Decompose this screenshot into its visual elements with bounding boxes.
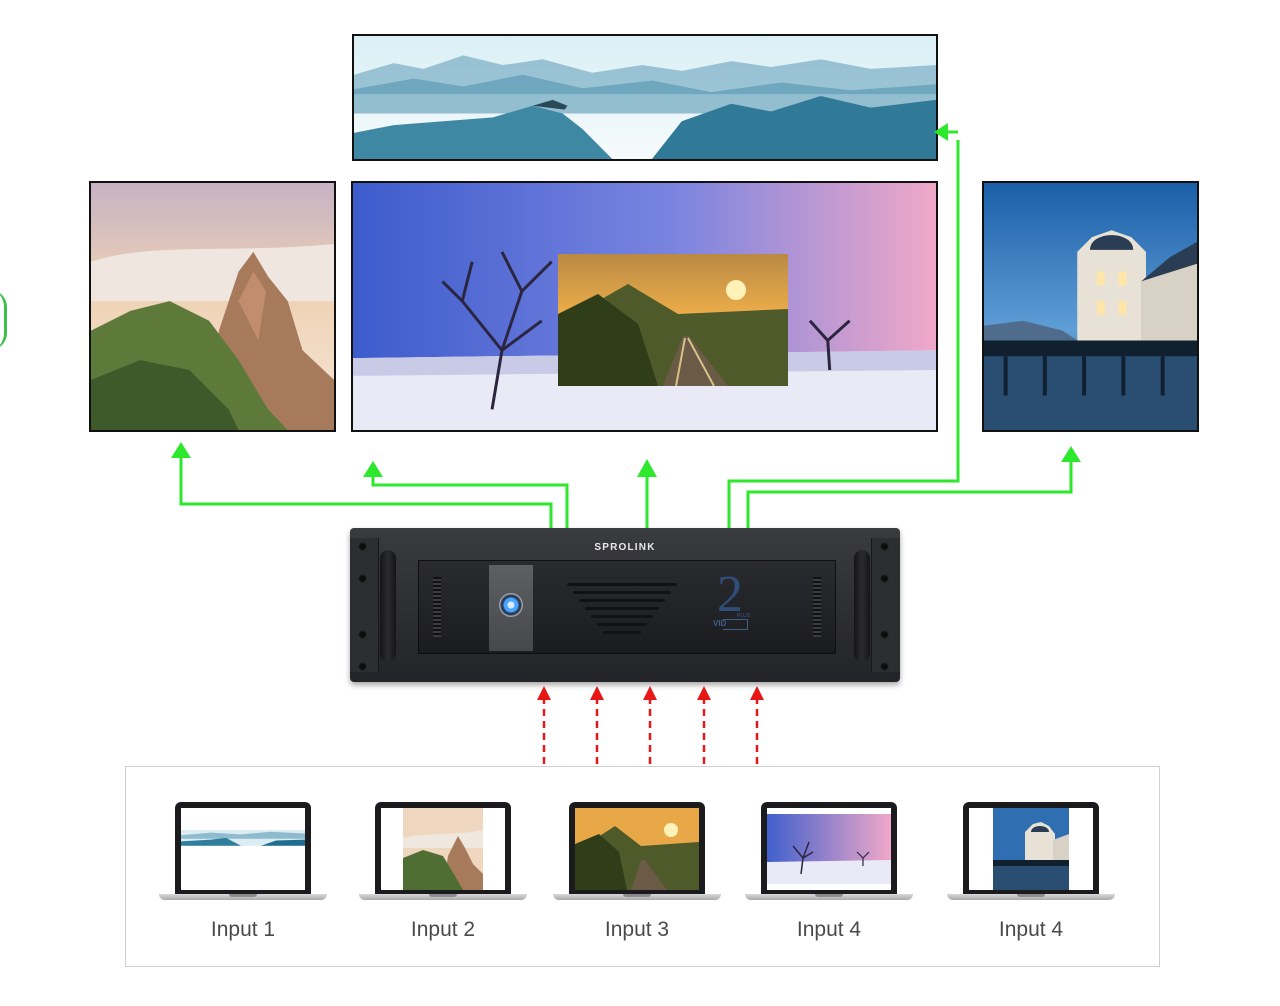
laptop-notch xyxy=(1017,894,1045,897)
edge-decoration xyxy=(0,290,7,350)
laptop-lid xyxy=(175,802,311,894)
laptop-base xyxy=(159,894,327,900)
input-label-1: Input 1 xyxy=(210,918,276,941)
rack-ear-right xyxy=(871,538,900,672)
input-label-4: Input 4 xyxy=(796,918,862,941)
mount-hole xyxy=(358,542,367,551)
mount-hole xyxy=(358,662,367,671)
laptop-base xyxy=(947,894,1115,900)
handle-left xyxy=(380,550,396,662)
mount-hole xyxy=(358,630,367,639)
model-logo-suffix: PLUS xyxy=(737,613,751,619)
laptop-screen xyxy=(575,808,699,890)
input-arrow-5 xyxy=(750,686,764,700)
laptop-lid xyxy=(963,802,1099,894)
model-logo-box xyxy=(723,619,748,630)
screen-left-peak xyxy=(89,181,336,432)
model-logo-number: 2 xyxy=(717,566,743,623)
v-slot xyxy=(579,599,665,602)
front-panel: 2 VID PLUS xyxy=(418,560,836,654)
input-label-5: Input 4 xyxy=(998,918,1064,941)
input-label-3: Input 3 xyxy=(604,918,670,941)
screen-top-panorama xyxy=(352,34,938,161)
thumb-snow xyxy=(767,814,891,884)
arrow-up-center-left xyxy=(363,461,383,477)
laptop-lid xyxy=(375,802,511,894)
mount-hole xyxy=(880,542,889,551)
laptop-base xyxy=(359,894,527,900)
mount-hole xyxy=(358,574,367,583)
screen-right-pier xyxy=(982,181,1199,432)
laptop-screen xyxy=(969,808,1093,890)
input-label-2: Input 2 xyxy=(410,918,476,941)
input-arrow-2 xyxy=(590,686,604,700)
v-slot xyxy=(603,631,641,634)
output-wire-left xyxy=(179,456,553,531)
v-slot xyxy=(567,583,677,586)
laptop-screen xyxy=(381,808,505,890)
laptop-notch xyxy=(429,894,457,897)
vent-left xyxy=(433,577,441,637)
laptop-screen xyxy=(767,808,891,890)
v-slot xyxy=(591,615,653,618)
thumb-peak xyxy=(403,808,483,890)
mount-hole xyxy=(880,574,889,583)
screen-center-snow xyxy=(351,181,938,432)
laptop-notch xyxy=(815,894,843,897)
arrow-up-left xyxy=(171,442,191,458)
arrow-up-right xyxy=(1061,446,1081,462)
v-slot xyxy=(597,623,647,626)
model-logo-text: VID xyxy=(713,619,727,628)
handle-right xyxy=(854,550,870,662)
input-arrow-3 xyxy=(643,686,657,700)
power-block xyxy=(489,565,533,651)
mount-hole xyxy=(880,630,889,639)
laptop-notch xyxy=(229,894,257,897)
laptop-base xyxy=(553,894,721,900)
v-slot xyxy=(585,607,659,610)
laptop-notch xyxy=(623,894,651,897)
brand-label: SPROLINK xyxy=(594,542,656,553)
mount-hole xyxy=(880,662,889,671)
video-processor: SPROLINK 2 VID PLUS xyxy=(350,528,900,682)
power-button[interactable] xyxy=(499,593,523,617)
laptop-screen xyxy=(181,808,305,890)
thumb-pier xyxy=(993,808,1069,890)
output-wire-center-left xyxy=(371,475,569,531)
thumb-railway xyxy=(575,808,699,890)
arrow-up-center xyxy=(637,459,657,477)
input-arrow-4 xyxy=(697,686,711,700)
output-wire-right xyxy=(746,460,1073,531)
rack-ear-left xyxy=(350,538,379,672)
input-arrow-1 xyxy=(537,686,551,700)
laptop-lid xyxy=(569,802,705,894)
laptop-base xyxy=(745,894,913,900)
v-slot xyxy=(573,591,671,594)
vent-right xyxy=(813,577,821,637)
thumb-panorama xyxy=(181,830,305,846)
pip-window-railway xyxy=(558,254,788,386)
laptop-lid xyxy=(761,802,897,894)
